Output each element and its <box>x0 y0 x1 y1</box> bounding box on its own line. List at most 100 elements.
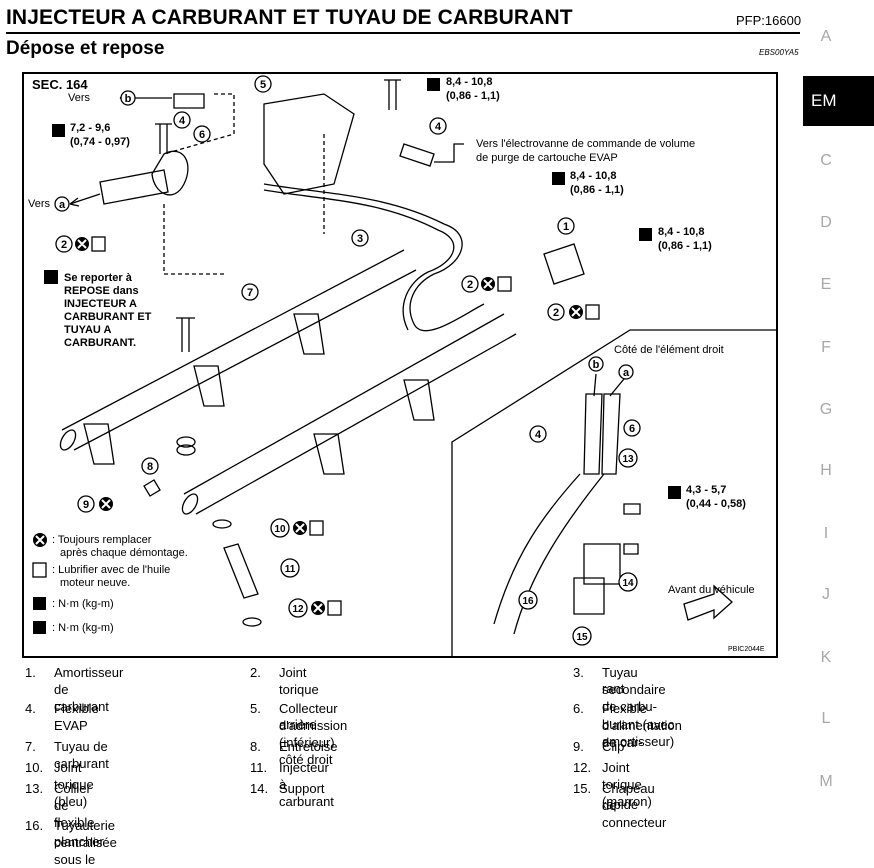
svg-text:5: 5 <box>260 79 266 91</box>
repose-note-line3: INJECTEUR A <box>64 298 137 310</box>
side-view-hoses <box>583 393 621 475</box>
svg-text:4: 4 <box>179 115 186 127</box>
index-letter-h[interactable]: H <box>820 462 832 479</box>
circle-b-side: b <box>588 356 604 372</box>
svg-text:12: 12 <box>292 604 304 615</box>
callout-12: 12 <box>288 598 308 618</box>
side-view-label: Côté de l'élément droit <box>614 344 724 356</box>
index-letter-g[interactable]: G <box>819 401 833 418</box>
callout-10: 10 <box>270 518 290 538</box>
page-title: INJECTEUR A CARBURANT ET TUYAU DE CARBUR… <box>6 6 573 29</box>
svg-text:6: 6 <box>629 423 635 435</box>
title-rule <box>6 32 800 34</box>
index-letter-j[interactable]: J <box>822 586 830 603</box>
svg-text:11: 11 <box>285 564 296 575</box>
manifold-bracket <box>263 93 355 195</box>
index-letter-d[interactable]: D <box>820 214 832 231</box>
index-letter-a[interactable]: A <box>820 28 832 45</box>
section-label: SEC. 164 <box>32 77 88 92</box>
lube-symbols <box>32 236 600 616</box>
svg-text:a: a <box>59 199 66 211</box>
index-letter-f[interactable]: F <box>821 339 831 356</box>
callout-14: 14 <box>618 572 638 592</box>
evap-note-line2: de purge de cartouche EVAP <box>476 152 618 164</box>
fuel-rail-lower <box>183 313 517 515</box>
torque-value-bracket-kgm: (0,44 - 0,58) <box>686 498 746 510</box>
diagram-drawing: 5 4 6 4 3 1 7 8 9 10 11 12 13 14 15 16 4… <box>32 75 776 656</box>
callout-7: 7 <box>241 283 259 301</box>
circle-a-left: a <box>54 196 70 212</box>
index-letter-i[interactable]: I <box>823 525 829 542</box>
repose-note-line6: CARBURANT. <box>64 337 137 349</box>
svg-text:10: 10 <box>274 524 286 535</box>
svg-text:2: 2 <box>61 239 67 251</box>
callout-8: 8 <box>141 457 159 475</box>
index-letter-k[interactable]: K <box>820 649 832 666</box>
repose-note-line5: TUYAU A <box>64 324 112 336</box>
callout-6-top: 6 <box>193 125 211 143</box>
callout-3: 3 <box>351 229 369 247</box>
svg-text:9: 9 <box>83 499 89 511</box>
callout-2-right: 2 <box>547 303 565 321</box>
svg-text:14: 14 <box>622 578 634 589</box>
torque-value-right-kgm: (0,86 - 1,1) <box>658 240 712 252</box>
svg-text:4: 4 <box>435 121 442 133</box>
callout-15: 15 <box>572 626 592 646</box>
svg-text:16: 16 <box>522 596 534 607</box>
svg-text:b: b <box>125 93 132 105</box>
vers-b-label: Vers <box>68 92 91 104</box>
index-letter-l[interactable]: L <box>821 710 831 727</box>
section-subtitle: Dépose et repose <box>6 38 165 59</box>
fuel-rail-upper <box>61 249 417 451</box>
index-letter-e[interactable]: E <box>820 276 832 293</box>
index-letter-em-active[interactable]: EM <box>803 76 874 126</box>
callout-2-left: 2 <box>55 235 73 253</box>
replace-symbols <box>33 237 583 615</box>
callout-2-mid: 2 <box>461 275 479 293</box>
torque-symbols <box>33 78 681 634</box>
index-letter-m[interactable]: M <box>819 773 833 790</box>
key-replace-line2: après chaque démontage. <box>60 547 188 559</box>
svg-text:2: 2 <box>553 307 559 319</box>
circle-b-top: b <box>120 90 136 106</box>
svg-text:8: 8 <box>147 461 153 473</box>
torque-value-mid: 8,4 - 10,8 <box>570 170 617 182</box>
torque-value-left-kgm: (0,74 - 0,97) <box>70 136 130 148</box>
key-torque-line2: : N·m (kg-m) <box>52 622 114 634</box>
exploded-diagram: 5 4 6 4 3 1 7 8 9 10 11 12 13 14 15 16 4… <box>22 72 778 658</box>
section-index: A EM C D E F G H I J K L M <box>803 0 874 859</box>
svg-text:3: 3 <box>357 233 363 245</box>
callout-6-side: 6 <box>623 419 641 437</box>
callout-5: 5 <box>254 75 272 93</box>
svg-text:2: 2 <box>467 279 473 291</box>
torque-value-right: 8,4 - 10,8 <box>658 226 705 238</box>
repose-note-line2: REPOSE dans <box>64 285 139 297</box>
svg-text:4: 4 <box>535 429 542 441</box>
key-replace-line1: : Toujours remplacer <box>52 534 152 546</box>
svg-text:13: 13 <box>622 454 634 465</box>
repose-note-line4: CARBURANT ET <box>64 311 152 323</box>
secondary-fuel-pipe <box>263 183 485 332</box>
torque-value-top: 8,4 - 10,8 <box>446 76 493 88</box>
figure-code: PBIC2044E <box>728 646 765 653</box>
callout-13: 13 <box>618 448 638 468</box>
part-number: PFP:16600 <box>736 13 802 28</box>
document-code: EBS00YA5 <box>759 48 799 57</box>
key-lube-line1: : Lubrifier avec de l'huile <box>52 564 171 576</box>
key-lube-line2: moteur neuve. <box>60 577 131 589</box>
callout-1: 1 <box>557 217 575 235</box>
repose-note-line1: Se reporter à <box>64 272 132 284</box>
torque-value-mid-kgm: (0,86 - 1,1) <box>570 184 624 196</box>
key-torque-line1: : N·m (kg-m) <box>52 598 114 610</box>
svg-text:a: a <box>623 367 630 379</box>
vers-a-label: Vers <box>28 198 51 210</box>
svg-text:1: 1 <box>563 221 569 233</box>
svg-text:6: 6 <box>199 129 205 141</box>
index-letter-c[interactable]: C <box>820 152 832 169</box>
svg-text:15: 15 <box>576 632 588 643</box>
callout-4-side: 4 <box>529 425 547 443</box>
circle-a-side: a <box>618 364 634 380</box>
callout-4-evap: 4 <box>429 117 447 135</box>
svg-text:b: b <box>593 359 600 371</box>
evap-note-line1: Vers l'électrovanne de commande de volum… <box>476 138 696 150</box>
